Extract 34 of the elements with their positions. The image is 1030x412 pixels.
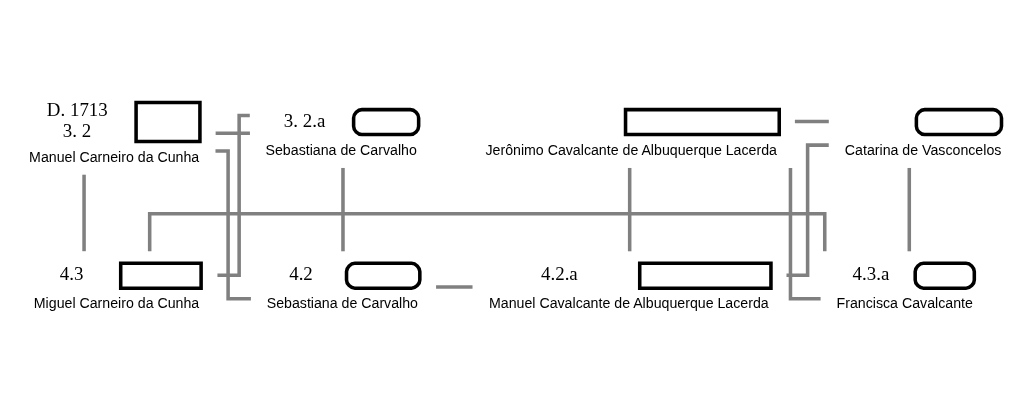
connector xyxy=(147,211,827,252)
node-box xyxy=(637,261,773,290)
connector xyxy=(217,113,250,277)
connector xyxy=(627,167,632,252)
node-label: 4.3.a xyxy=(852,263,890,285)
connector xyxy=(341,167,345,252)
node-box xyxy=(344,261,422,290)
connector xyxy=(907,167,912,252)
node-label: Sebastiana de Carvalho xyxy=(266,295,419,312)
node-box xyxy=(623,107,781,137)
node-label: 4.2.a xyxy=(541,263,578,285)
node-label: 4.3 xyxy=(59,263,84,285)
connector xyxy=(788,167,821,301)
node-label: 3. 2.a xyxy=(283,109,326,131)
node-label: Manuel Cavalcante de Albuquerque Lacerda xyxy=(488,295,769,312)
node-label: 3. 2 xyxy=(62,120,92,142)
node-label: Jerônimo Cavalcante de Albuquerque Lacerda xyxy=(485,141,777,158)
node-box xyxy=(913,261,977,290)
connector xyxy=(82,174,86,252)
connector xyxy=(215,149,251,301)
node-box xyxy=(118,261,203,290)
node-box xyxy=(914,107,1004,137)
node-label: Miguel Carneiro da Cunha xyxy=(33,295,200,312)
connector xyxy=(215,131,250,136)
node-label: Sebastiana de Carvalho xyxy=(265,141,417,158)
node-box xyxy=(351,107,421,137)
node-label: Francisca Cavalcante xyxy=(836,295,973,312)
connector xyxy=(794,119,829,124)
node-label: D. 1713 xyxy=(46,98,108,120)
node-label: Catarina de Vasconcelos xyxy=(844,141,1002,158)
node-box xyxy=(134,100,202,144)
node-label: Manuel Carneiro da Cunha xyxy=(29,148,200,165)
connector xyxy=(436,285,473,289)
node-label: 4.2 xyxy=(289,263,313,285)
